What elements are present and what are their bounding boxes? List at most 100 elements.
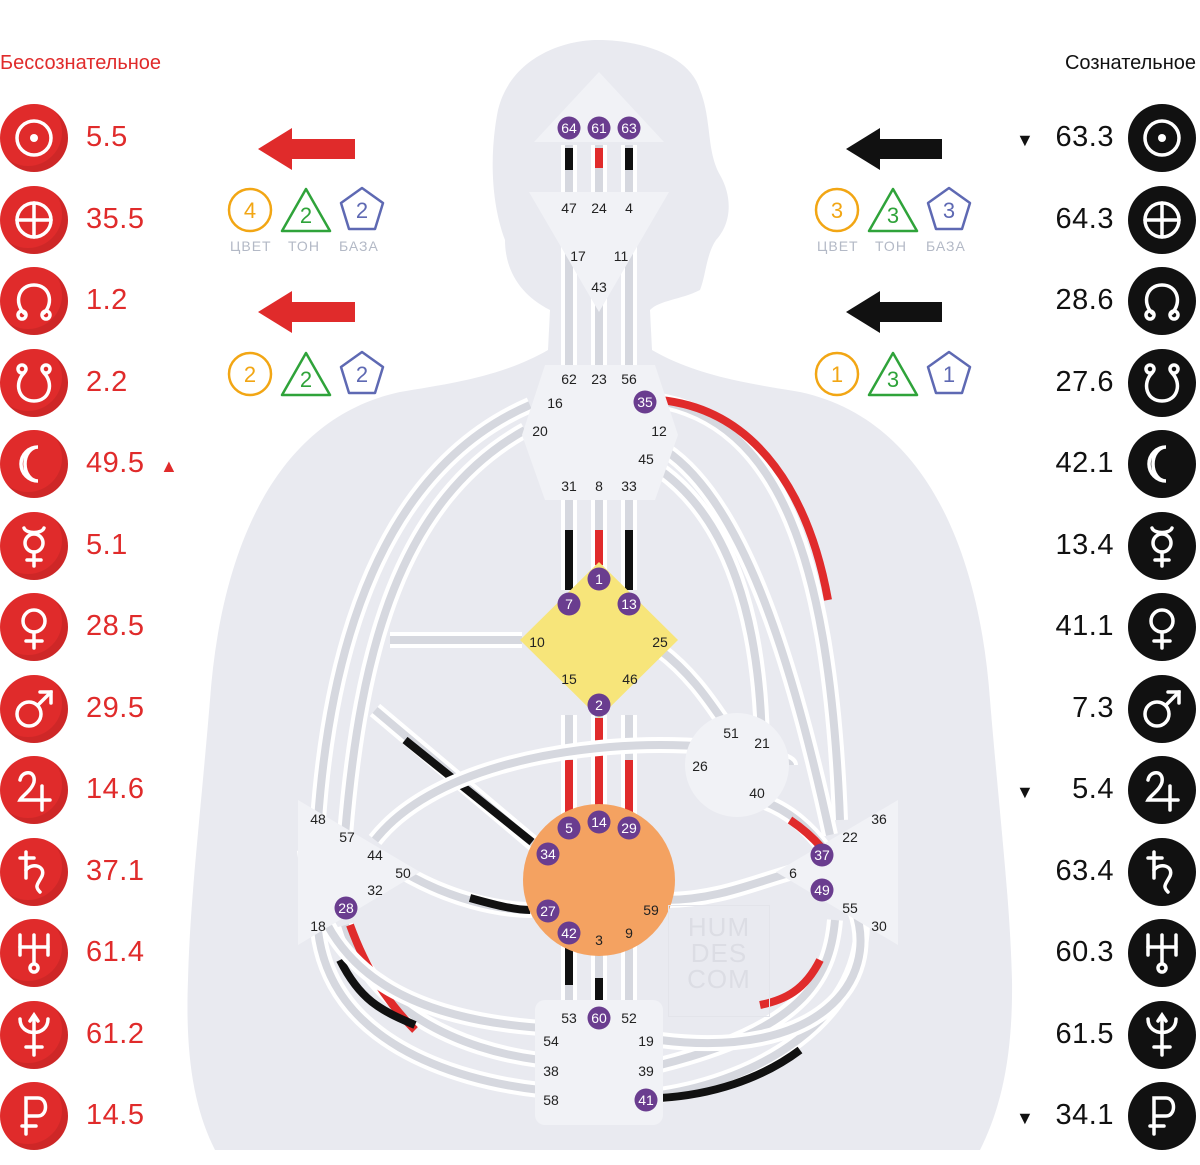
gate-number: 25 bbox=[652, 634, 668, 650]
gate-62: 62 bbox=[561, 371, 577, 387]
unconscious-gate-value: 29.5 bbox=[86, 691, 145, 724]
gate-number: 26 bbox=[692, 758, 708, 774]
gate-number: 33 bbox=[621, 478, 637, 494]
color-circle-icon bbox=[227, 351, 273, 397]
gate-number: 32 bbox=[367, 882, 383, 898]
tone-label: ТОН bbox=[288, 238, 320, 254]
activation-34 bbox=[402, 736, 535, 846]
gate-badge bbox=[810, 843, 834, 867]
unconscious-row-neptune: 61.2 bbox=[0, 1000, 200, 1071]
tone-triangle-icon bbox=[867, 187, 919, 233]
gate-number: 45 bbox=[638, 451, 654, 467]
ajna-center bbox=[529, 192, 669, 312]
gate-number: 52 bbox=[621, 1010, 637, 1026]
base-pentagon-icon bbox=[926, 350, 972, 395]
gate-47: 47 bbox=[561, 200, 577, 216]
gate-34: 34 bbox=[536, 842, 560, 866]
gate-number: 41 bbox=[638, 1092, 654, 1108]
gate-1: 1 bbox=[587, 567, 611, 591]
sacral-center bbox=[523, 804, 675, 956]
gate-54: 54 bbox=[543, 1033, 559, 1049]
tone-value: 2 bbox=[300, 367, 312, 392]
conscious-gate-value: 63.3 bbox=[1055, 121, 1114, 153]
gate-number: 7 bbox=[565, 596, 573, 612]
unconscious-row-south-node: 2.2 bbox=[0, 348, 200, 419]
gate-number: 20 bbox=[532, 423, 548, 439]
mars-icon bbox=[1128, 674, 1196, 743]
gate-badge bbox=[334, 896, 358, 920]
gate-number: 37 bbox=[814, 847, 830, 863]
mercury-icon bbox=[0, 511, 68, 580]
gate-badge bbox=[536, 899, 560, 923]
conscious-row-mercury: 13.4 bbox=[1000, 511, 1200, 582]
gate-64: 64 bbox=[557, 116, 581, 140]
gate-30: 30 bbox=[871, 918, 887, 934]
gate-49: 49 bbox=[810, 878, 834, 902]
watermark-line: COM bbox=[687, 964, 751, 994]
gate-37: 37 bbox=[810, 843, 834, 867]
unconscious-row-north-node: 1.2 bbox=[0, 267, 200, 337]
gate-badge bbox=[587, 810, 611, 834]
gate-26: 26 bbox=[692, 758, 708, 774]
gate-number: 31 bbox=[561, 478, 577, 494]
gate-10: 10 bbox=[529, 634, 545, 650]
channel-20-57-inner bbox=[341, 426, 527, 836]
moon-icon bbox=[0, 430, 68, 498]
gate-3: 3 bbox=[595, 932, 603, 948]
north-node-icon bbox=[1128, 267, 1196, 335]
gate-23: 23 bbox=[591, 371, 607, 387]
unconscious-gate-value: 14.5 bbox=[86, 1099, 145, 1131]
conscious-row-pluto: 34.1 ▼ bbox=[1000, 1082, 1200, 1152]
gate-20: 20 bbox=[532, 423, 548, 439]
gate-badge bbox=[536, 842, 560, 866]
uranus-icon bbox=[1128, 919, 1196, 987]
gate-number: 48 bbox=[310, 811, 326, 827]
gate-32: 32 bbox=[367, 882, 383, 898]
gate-9: 9 bbox=[625, 925, 633, 941]
gate-13: 13 bbox=[617, 592, 641, 616]
watermark: HUM DES COM bbox=[668, 905, 770, 1017]
gate-40: 40 bbox=[749, 785, 765, 801]
gate-28: 28 bbox=[334, 896, 358, 920]
gate-badge bbox=[587, 116, 611, 140]
conscious-gate-value: 64.3 bbox=[1055, 202, 1114, 235]
gate-41: 41 bbox=[634, 1088, 658, 1112]
conscious-row-uranus: 60.3 bbox=[1000, 919, 1200, 989]
base-pentagon-icon bbox=[339, 350, 385, 395]
gate-number: 46 bbox=[622, 671, 638, 687]
gate-number: 8 bbox=[595, 478, 603, 494]
gate-number: 6 bbox=[789, 865, 797, 881]
gate-number: 40 bbox=[749, 785, 765, 801]
conscious-row-moon: 42.1 bbox=[1000, 430, 1200, 500]
gate-badge bbox=[634, 1088, 658, 1112]
conscious-direction-arrow: ▼ bbox=[1016, 1108, 1034, 1128]
gate-number: 15 bbox=[561, 671, 577, 687]
gate-badge bbox=[633, 390, 657, 414]
venus-icon bbox=[0, 593, 68, 661]
conscious-gate-value: 34.1 bbox=[1055, 1099, 1114, 1131]
gate-16: 16 bbox=[547, 395, 563, 411]
unconscious-gate-value: 2.2 bbox=[86, 365, 128, 398]
channel-18-58-inner bbox=[314, 929, 541, 1094]
sun-icon bbox=[0, 104, 68, 172]
gate-number: 5 bbox=[565, 820, 573, 836]
gate-61: 61 bbox=[587, 116, 611, 140]
gate-36: 36 bbox=[871, 811, 887, 827]
tone-triangle-icon bbox=[280, 187, 332, 233]
conscious-row-mars: 7.3 bbox=[1000, 674, 1200, 745]
tone-label: ТОН bbox=[875, 238, 907, 254]
conscious-direction-arrow: ▼ bbox=[1016, 130, 1034, 150]
color-circle-icon bbox=[814, 187, 860, 233]
gate-number: 63 bbox=[621, 120, 637, 136]
gate-number: 27 bbox=[540, 903, 556, 919]
gate-number: 49 bbox=[814, 882, 830, 898]
unconscious-row-sun: 5.5 bbox=[0, 104, 200, 174]
gate-57: 57 bbox=[339, 829, 355, 845]
channel-35-36-inner bbox=[654, 396, 844, 821]
gate-number: 35 bbox=[637, 394, 653, 410]
venus-icon bbox=[1128, 593, 1196, 661]
